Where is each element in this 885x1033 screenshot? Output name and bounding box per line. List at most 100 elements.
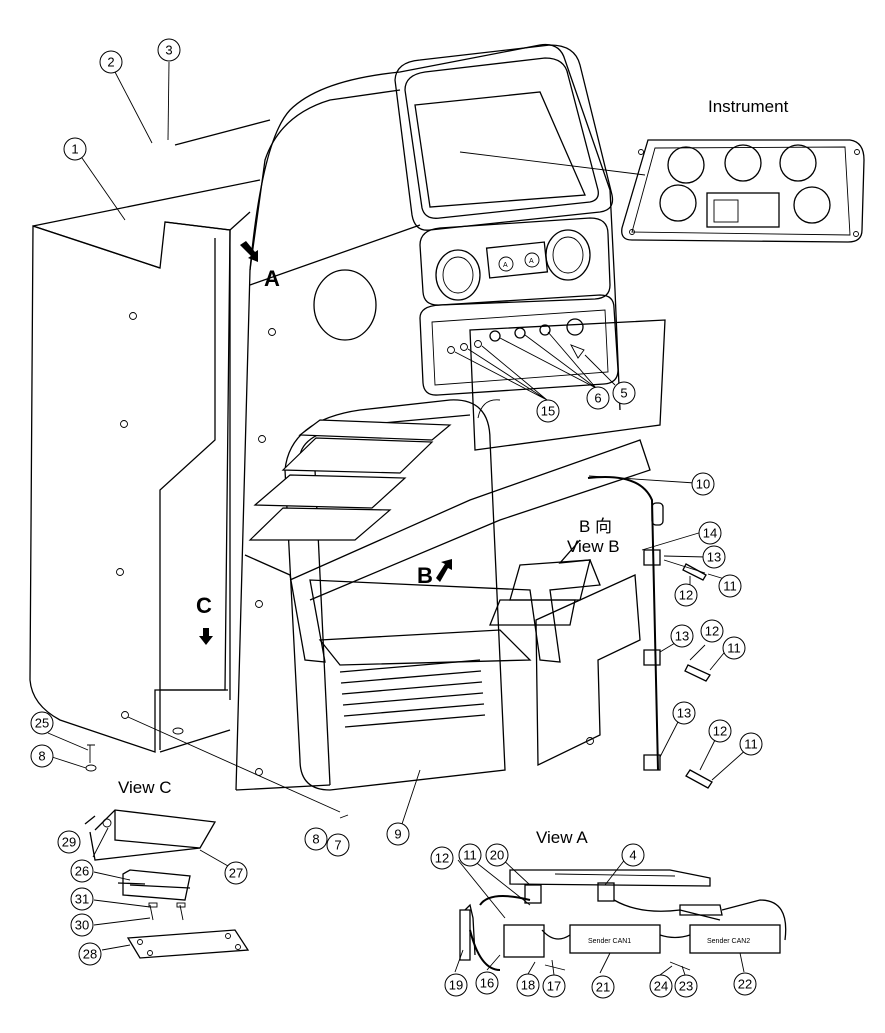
callout-11d: 11 (458, 843, 482, 867)
svg-text:13: 13 (707, 550, 721, 565)
console-body (127, 43, 621, 813)
callout-3: 3 (157, 38, 181, 62)
svg-text:1: 1 (71, 142, 78, 157)
arrow-b-label: B (417, 563, 433, 588)
callout-11a: 11 (718, 574, 742, 598)
logo-watermark-shapes (244, 319, 666, 666)
svg-text:19: 19 (449, 978, 463, 993)
callout-10: 10 (691, 472, 715, 496)
svg-text:10: 10 (696, 477, 710, 492)
sender-can2-label: Sender CAN2 (707, 938, 750, 945)
svg-text:30: 30 (75, 918, 89, 933)
arrow-a-icon (240, 241, 258, 262)
leader-lines (47, 61, 749, 976)
svg-text:24: 24 (654, 979, 668, 994)
svg-text:28: 28 (83, 947, 97, 962)
view-a-label: View A (536, 828, 588, 847)
callout-15: 15 (536, 399, 560, 423)
view-arrows (199, 241, 452, 645)
callout-26: 26 (70, 859, 94, 883)
callout-13b: 13 (670, 624, 694, 648)
svg-text:26: 26 (75, 864, 89, 879)
arrow-c-icon (199, 628, 213, 645)
arrow-b-icon (436, 559, 452, 582)
arrow-a-label: A (264, 266, 280, 291)
callout-12a: 12 (674, 583, 698, 607)
svg-text:11: 11 (723, 579, 737, 594)
callout-6: 6 (586, 386, 610, 410)
callout-28: 28 (78, 942, 102, 966)
callout-8b: 8 (30, 744, 54, 768)
callout-13c: 13 (672, 701, 696, 725)
svg-text:4: 4 (629, 848, 636, 863)
callout-4: 4 (621, 843, 645, 867)
svg-text:5: 5 (620, 386, 627, 401)
callout-29: 29 (57, 830, 81, 854)
left-side-panel (29, 179, 261, 753)
svg-text:9: 9 (394, 827, 401, 842)
instrument-cluster (621, 139, 865, 243)
svg-text:11: 11 (727, 641, 741, 656)
svg-text:27: 27 (229, 866, 243, 881)
callout-17: 17 (542, 974, 566, 998)
svg-text:12: 12 (679, 588, 693, 603)
callout-7: 7 (326, 833, 350, 857)
callout-2: 2 (99, 50, 123, 74)
svg-text:3: 3 (165, 43, 172, 58)
callout-27: 27 (224, 861, 248, 885)
callout-5: 5 (612, 381, 636, 405)
svg-text:11: 11 (744, 737, 758, 752)
svg-text:12: 12 (705, 624, 719, 639)
callout-12c: 12 (708, 719, 732, 743)
callout-31: 31 (70, 887, 94, 911)
svg-text:31: 31 (75, 892, 89, 907)
svg-text:8: 8 (38, 749, 45, 764)
callout-23: 23 (674, 974, 698, 998)
view-b-label: View B (567, 537, 620, 556)
callout-16: 16 (475, 971, 499, 995)
svg-text:13: 13 (675, 629, 689, 644)
callout-22: 22 (733, 972, 757, 996)
callout-24: 24 (649, 974, 673, 998)
callout-12b: 12 (700, 619, 724, 643)
view-c-label: View C (118, 778, 172, 797)
callout-14: 14 (698, 521, 722, 545)
callout-12d: 12 (430, 846, 454, 870)
svg-text:11: 11 (463, 848, 477, 863)
callout-21: 21 (591, 975, 615, 999)
sender-can1-label: Sender CAN1 (588, 938, 631, 945)
view-c-parts (84, 744, 250, 959)
callout-19: 19 (444, 973, 468, 997)
dashboard: A A (394, 44, 619, 396)
svg-text:22: 22 (738, 977, 752, 992)
svg-text:20: 20 (490, 848, 504, 863)
svg-text:15: 15 (541, 404, 555, 419)
callout-9: 9 (386, 822, 410, 846)
svg-text:14: 14 (703, 526, 717, 541)
svg-text:12: 12 (713, 724, 727, 739)
callout-11c: 11 (739, 732, 763, 756)
callout-25: 25 (30, 711, 54, 735)
svg-text:8: 8 (312, 832, 319, 847)
callout-20: 20 (485, 843, 509, 867)
svg-text:6: 6 (594, 391, 601, 406)
svg-text:A: A (503, 262, 508, 269)
callout-13a: 13 (702, 545, 726, 569)
view-a-parts: Sender CAN1 Sender CAN2 (459, 869, 787, 971)
svg-text:A: A (529, 258, 534, 265)
svg-text:17: 17 (547, 979, 561, 994)
callouts: 1 2 3 5 6 15 10 14 13 11 12 13 12 11 13 … (30, 38, 763, 999)
callout-30: 30 (70, 913, 94, 937)
instrument-title: Instrument (708, 97, 789, 116)
svg-text:29: 29 (62, 835, 76, 850)
arrow-c-label: C (196, 593, 212, 618)
view-b-cn-label: B 向 (579, 517, 612, 536)
svg-text:12: 12 (435, 851, 449, 866)
svg-text:7: 7 (334, 838, 341, 853)
svg-text:25: 25 (35, 716, 49, 731)
svg-text:21: 21 (596, 980, 610, 995)
svg-text:16: 16 (480, 976, 494, 991)
callout-18: 18 (516, 973, 540, 997)
svg-text:2: 2 (107, 55, 114, 70)
